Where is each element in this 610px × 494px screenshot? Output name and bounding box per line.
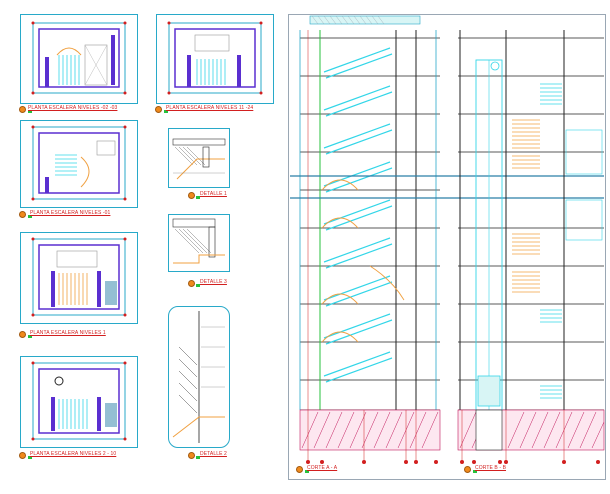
plan-1-tag	[28, 110, 32, 113]
plan-1-marker	[19, 106, 26, 113]
detail-1-label: DETALLE 1	[200, 191, 227, 197]
detail-1[interactable]	[168, 128, 230, 188]
plan-5-marker	[19, 452, 26, 459]
plan-2-tag	[164, 110, 168, 113]
plan-levels-02-03[interactable]	[20, 14, 138, 104]
detail-1-tag	[196, 196, 200, 199]
plan-4-tag	[28, 335, 32, 338]
detail-2-label: DETALLE 2	[200, 451, 227, 457]
plan-4-label: PLANTA ESCALERA NIVELES 1	[30, 330, 106, 336]
plan-3-tag	[28, 215, 32, 218]
plan-5-tag	[28, 456, 32, 459]
plan-1-label: PLANTA ESCALERA NIVELES -02 -03	[28, 105, 118, 111]
section-a-marker	[296, 466, 303, 473]
plan-5-label: PLANTA ESCALERA NIVELES 2 - 10	[30, 451, 117, 457]
section-a-label: CORTE A - A	[307, 465, 338, 471]
detail-3-drawing	[172, 218, 225, 264]
detail-2-marker	[188, 452, 195, 459]
plan-3-label: PLANTA ESCALERA NIVELES -01	[30, 210, 111, 216]
detail-3[interactable]	[168, 214, 230, 272]
plan-2-label: PLANTA ESCALERA NIVELES 11 -24	[166, 105, 254, 111]
plan-levels-01[interactable]	[20, 120, 138, 208]
section-b-label: CORTE B - B	[475, 465, 507, 471]
plan-levels-02-03-drawing	[31, 21, 127, 95]
plan-2-marker	[155, 106, 162, 113]
detail-2[interactable]	[168, 306, 230, 448]
plan-levels-1[interactable]	[20, 232, 138, 324]
detail-2-tag	[196, 456, 200, 459]
detail-1-drawing	[172, 138, 226, 180]
detail-2-drawing	[172, 311, 225, 443]
plan-levels-11-24-drawing	[167, 21, 263, 95]
plan-3-marker	[19, 211, 26, 218]
detail-1-marker	[188, 192, 195, 199]
plan-4-marker	[19, 331, 26, 338]
sections-frame	[288, 14, 606, 480]
plan-levels-1-drawing	[31, 237, 127, 317]
section-b-marker	[464, 466, 471, 473]
plan-levels-2-10[interactable]	[20, 356, 138, 448]
plan-levels-11-24[interactable]	[156, 14, 274, 104]
detail-3-label: DETALLE 3	[200, 279, 227, 285]
detail-3-tag	[196, 284, 200, 287]
plan-levels-2-10-drawing	[31, 361, 127, 441]
section-a-tag	[305, 470, 309, 473]
plan-levels-01-drawing	[31, 125, 127, 201]
section-b-tag	[473, 470, 477, 473]
detail-3-marker	[188, 280, 195, 287]
